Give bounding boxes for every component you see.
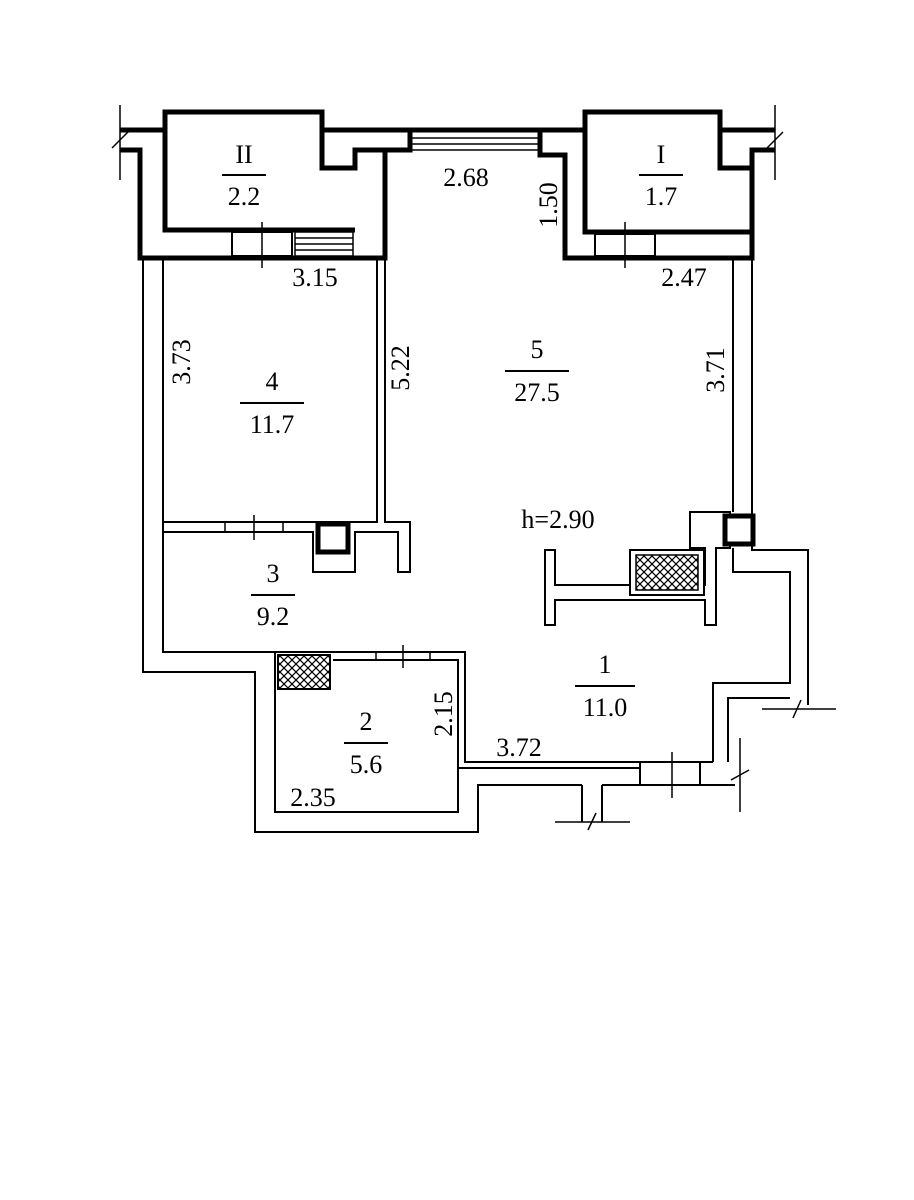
- room-number: I: [657, 140, 666, 169]
- room-number: 2: [360, 707, 373, 736]
- hatched-fixture-bathroom: [277, 654, 331, 690]
- dimension-label: 3.71: [701, 347, 730, 393]
- room-4-label: 4 11.7: [240, 367, 304, 439]
- room-number: 4: [266, 367, 279, 396]
- room-I-label: I 1.7: [639, 140, 683, 211]
- dimension-label: 2.15: [429, 691, 458, 737]
- dimension-label: 2.35: [290, 783, 336, 812]
- dimension-label: 3.15: [292, 263, 338, 292]
- ceiling-height-label: h=2.90: [521, 505, 594, 534]
- room-1-label: 1 11.0: [575, 650, 635, 722]
- walls-thin: [142, 258, 809, 833]
- room-area: 5.6: [350, 750, 383, 779]
- dimension-label: 3.73: [167, 339, 196, 385]
- room-3-label: 3 9.2: [251, 559, 295, 631]
- room-5-label: 5 27.5: [505, 335, 569, 407]
- room-2-label: 2 5.6: [344, 707, 388, 779]
- dimension-label: 1.50: [534, 182, 563, 228]
- vent-shaft-left: [315, 521, 351, 555]
- balcony-door-I: [594, 222, 656, 268]
- dimension-label: 5.22: [386, 345, 415, 391]
- room-number: II: [235, 140, 252, 169]
- room-number: 3: [267, 559, 280, 588]
- room-area: 2.2: [228, 182, 261, 211]
- room-number: 1: [599, 650, 612, 679]
- door-3-4: [224, 515, 284, 540]
- vent-shaft-right: [722, 513, 756, 547]
- dimension-label: 2.47: [661, 263, 707, 292]
- break-mark-right: [762, 699, 836, 719]
- break-mark-top-left: [111, 105, 129, 180]
- break-mark-bottom: [555, 812, 630, 831]
- window-top: [410, 137, 540, 151]
- balcony-door-II: [231, 222, 354, 268]
- room-area: 1.7: [645, 182, 678, 211]
- room-number: 5: [531, 335, 544, 364]
- break-mark-top-right: [766, 105, 784, 180]
- room-area: 11.0: [583, 693, 628, 722]
- room-area: 9.2: [257, 602, 290, 631]
- door-2: [375, 645, 431, 668]
- break-mark-bottom-right: [730, 738, 750, 812]
- dimension-label: 3.72: [496, 733, 542, 762]
- room-II-label: II 2.2: [222, 140, 266, 211]
- dimension-label: 2.68: [443, 163, 489, 192]
- hatched-fixture-kitchen: [629, 549, 705, 596]
- entrance-door: [639, 752, 701, 798]
- room-area: 11.7: [250, 410, 295, 439]
- outer-wall-top: [120, 109, 775, 261]
- room-area: 27.5: [514, 378, 560, 407]
